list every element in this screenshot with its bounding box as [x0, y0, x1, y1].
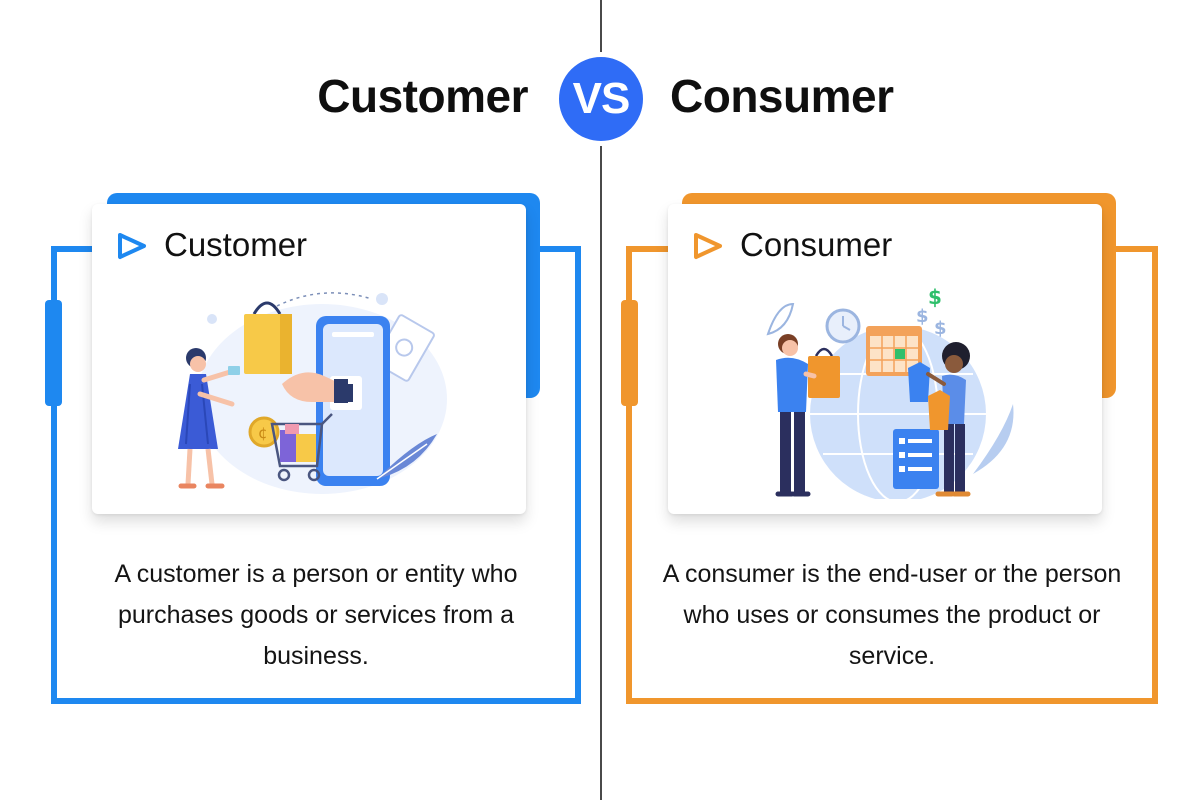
svg-text:$: $: [916, 306, 929, 327]
consumer-card: Consumer $ $ $: [668, 204, 1102, 514]
arrow-right-icon: [118, 233, 146, 259]
online-shopping-icon: ¢: [178, 292, 447, 494]
customer-card: Customer: [92, 204, 526, 514]
consumer-card-title: Consumer: [740, 226, 893, 263]
svg-text:$: $: [934, 318, 947, 339]
customer-card-title: Customer: [164, 226, 308, 263]
arrow-right-icon: [694, 233, 722, 259]
customer-side-tab: [45, 300, 62, 406]
consumer-side-tab: [621, 300, 638, 406]
header-right-word: Consumer: [670, 70, 894, 122]
svg-text:¢: ¢: [258, 424, 268, 442]
consumer-description: A consumer is the end-user or the person…: [662, 560, 1122, 670]
svg-text:$: $: [928, 285, 942, 309]
customer-description: A customer is a person or entity who pur…: [114, 560, 518, 670]
product-usage-icon: $ $ $: [766, 285, 1014, 499]
center-divider: [600, 0, 602, 800]
vs-badge: VS: [554, 52, 648, 146]
header-left-word: Customer: [317, 70, 528, 122]
